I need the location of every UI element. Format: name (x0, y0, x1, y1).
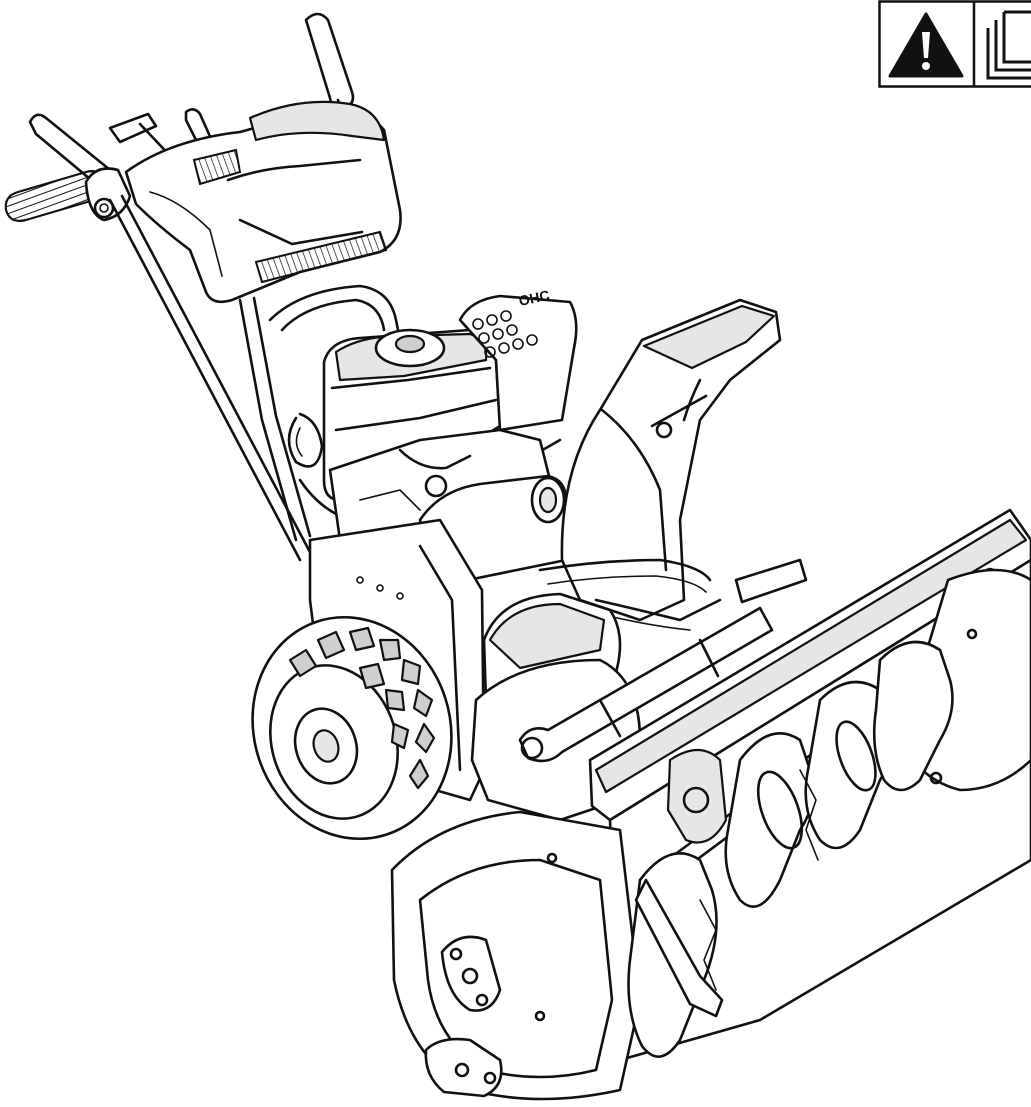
engine: OHC (322, 287, 578, 582)
operator-manual-icon (986, 10, 1031, 80)
handlebar-assembly (4, 12, 374, 562)
engine-label: OHC (517, 287, 551, 309)
warning-decal (878, 0, 1031, 88)
warning-triangle-icon (888, 12, 964, 78)
auger-blades (627, 640, 954, 1058)
auger-shaft (518, 558, 808, 763)
dash-console (124, 100, 402, 304)
auger-housing (390, 508, 1031, 1101)
discharge-chute (538, 298, 782, 631)
handle-frame (238, 284, 562, 542)
tire-tread (288, 626, 436, 790)
engine-vent-holes (472, 310, 538, 358)
drive-wheel (251, 615, 453, 841)
